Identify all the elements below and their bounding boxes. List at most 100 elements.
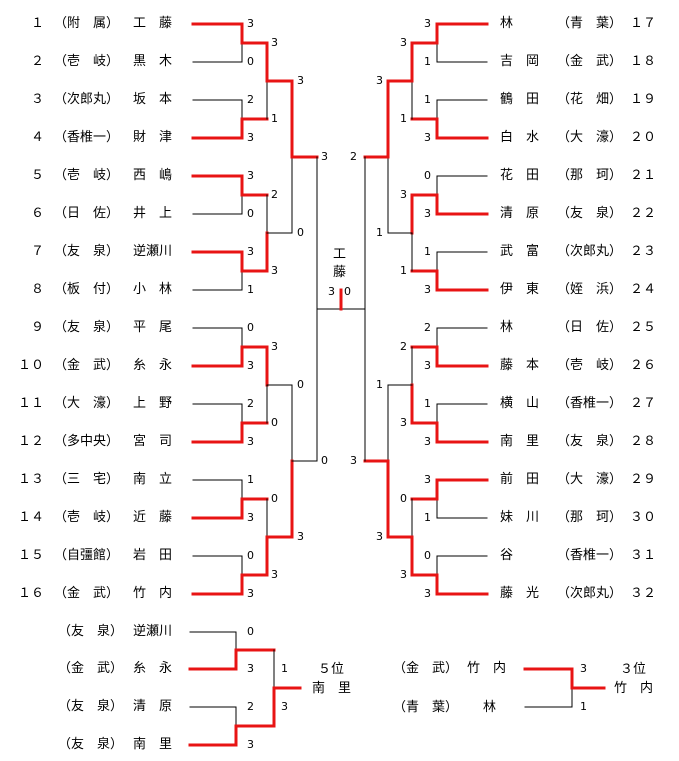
- entry-number: ２７: [630, 396, 657, 411]
- score-label: 1: [424, 55, 431, 68]
- score-label: 3: [297, 74, 304, 87]
- score-label: 3: [247, 131, 254, 144]
- score-label: 3: [424, 131, 431, 144]
- score-label: 3: [247, 435, 254, 448]
- score-label: 3: [247, 587, 254, 600]
- score-label: 2: [247, 93, 254, 106]
- entry-number: ９: [30, 320, 44, 335]
- fifth-entry-team: （友 泉）: [58, 737, 124, 752]
- score-label: 3: [247, 17, 254, 30]
- entry-team: （那 珂）: [557, 510, 623, 525]
- entry-number: ５: [30, 168, 44, 183]
- entry-team: （日 佐）: [557, 320, 623, 335]
- entry-player: 工 藤: [133, 16, 173, 31]
- entry-team: （金 武）: [557, 54, 623, 69]
- entry-team: （香椎一）: [54, 130, 120, 145]
- entry-number: ２９: [630, 472, 657, 487]
- score-label: 3: [247, 245, 254, 258]
- score-label: 3: [271, 568, 278, 581]
- score-label: 3: [271, 264, 278, 277]
- entry-team: （壱 岐）: [54, 54, 120, 69]
- third-entry-team: （金 武）: [393, 661, 459, 676]
- fifth-entry-player: 糸 永: [133, 661, 173, 676]
- entry-team: （友 泉）: [54, 320, 120, 335]
- entry-number: ２６: [630, 358, 657, 373]
- score-label: 1: [424, 397, 431, 410]
- score-label: 0: [247, 625, 254, 638]
- score-label: 0: [247, 549, 254, 562]
- score-label: 2: [247, 700, 254, 713]
- entry-player: 宮 司: [133, 434, 173, 449]
- entry-team: （次郎丸）: [557, 244, 623, 259]
- score-label: 0: [424, 549, 431, 562]
- entry-team: （附 属）: [54, 16, 120, 31]
- fifth-place-winner: 南 里: [312, 681, 352, 696]
- entry-number: １: [30, 16, 44, 31]
- entry-player: 吉 岡: [500, 54, 540, 69]
- score-label: 3: [400, 188, 407, 201]
- entry-player: 前 田: [500, 472, 540, 487]
- fifth-entry-player: 清 原: [133, 699, 173, 714]
- entry-number: １７: [630, 16, 657, 31]
- score-label: 2: [247, 397, 254, 410]
- score-label: 3: [297, 530, 304, 543]
- entry-number: ２１: [630, 168, 657, 183]
- entry-team: （三 宅）: [54, 472, 120, 487]
- entry-team: （香椎一）: [557, 548, 623, 563]
- score-label: 0: [400, 492, 407, 505]
- entry-player: 武 富: [500, 244, 540, 259]
- entry-team: （友 泉）: [557, 206, 623, 221]
- score-label: 3: [424, 587, 431, 600]
- entry-team: （日 佐）: [54, 206, 120, 221]
- score-label: 1: [424, 245, 431, 258]
- entry-player: 坂 本: [133, 92, 173, 107]
- entry-number: １４: [17, 510, 44, 525]
- entry-team: （壱 岐）: [54, 168, 120, 183]
- entry-number: ３２: [630, 586, 657, 601]
- score-label: 3: [424, 435, 431, 448]
- score-label: 3: [424, 283, 431, 296]
- entry-player: 平 尾: [133, 320, 173, 335]
- score-label: 0: [321, 454, 328, 467]
- entry-number: １１: [17, 396, 44, 411]
- entry-number: １６: [17, 586, 44, 601]
- entry-team: （大 濠）: [557, 472, 623, 487]
- score-label: 3: [328, 285, 335, 298]
- score-label: 1: [400, 112, 407, 125]
- score-label: 0: [297, 378, 304, 391]
- entry-player: 横 山: [500, 396, 540, 411]
- entry-player: 林: [500, 16, 514, 31]
- score-label: 1: [376, 378, 383, 391]
- entry-number: １５: [17, 548, 44, 563]
- entry-team: （次郎丸）: [54, 92, 120, 107]
- score-label: 1: [376, 226, 383, 239]
- score-label: 0: [247, 55, 254, 68]
- entry-number: １８: [630, 54, 657, 69]
- entry-number: ４: [30, 130, 44, 145]
- entry-player: 藤 本: [500, 358, 540, 373]
- entry-team: （次郎丸）: [557, 586, 623, 601]
- entry-number: ３１: [630, 548, 657, 563]
- score-label: 3: [400, 36, 407, 49]
- score-label: 2: [424, 321, 431, 334]
- score-label: 3: [247, 738, 254, 751]
- third-place-winner: 竹 内: [614, 681, 654, 696]
- score-label: 1: [424, 511, 431, 524]
- entry-team: （友 泉）: [54, 244, 120, 259]
- score-label: 3: [350, 454, 357, 467]
- entry-team: （板 付）: [54, 282, 120, 297]
- entry-number: ２０: [630, 130, 657, 145]
- entry-player: 井 上: [133, 206, 173, 221]
- entry-team: （金 武）: [54, 586, 120, 601]
- score-label: 1: [580, 700, 587, 713]
- entry-player: 上 野: [133, 396, 173, 411]
- score-label: 1: [247, 283, 254, 296]
- score-label: 3: [580, 662, 587, 675]
- entry-number: ２２: [630, 206, 657, 221]
- score-label: 2: [400, 340, 407, 353]
- score-label: 1: [400, 264, 407, 277]
- entry-team: （壱 岐）: [54, 510, 120, 525]
- entry-player: 逆瀬川: [133, 244, 173, 259]
- fifth-entry-team: （金 武）: [58, 661, 124, 676]
